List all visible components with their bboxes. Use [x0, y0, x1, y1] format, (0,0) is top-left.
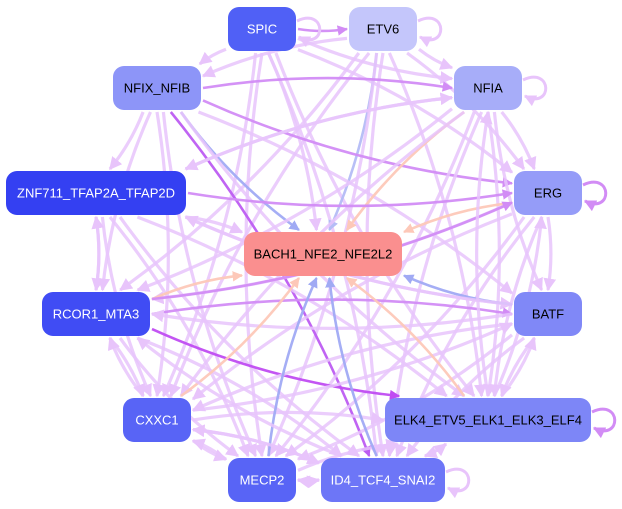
node-label: ERG [534, 186, 562, 201]
node-label: NFIA [473, 81, 503, 96]
edge-nfix_nfib-to-erg [202, 99, 514, 188]
node-nfix_nfib[interactable]: NFIX_NFIB [113, 66, 201, 110]
self-loop-id4 [445, 467, 471, 499]
edge-spic-to-nfix_nfib [198, 47, 227, 66]
edge-id4-to-bach1 [325, 276, 378, 457]
node-box [514, 292, 582, 336]
edge-layer [91, 16, 617, 499]
node-etv6[interactable]: ETV6 [349, 7, 417, 51]
node-rcor1[interactable]: RCOR1_MTA3 [42, 292, 150, 336]
edge-id4-to-elk4 [424, 442, 448, 458]
node-box [454, 66, 522, 110]
node-box [244, 232, 402, 276]
edge-nfia-to-elk4 [483, 111, 501, 398]
node-box [321, 458, 445, 502]
node-box [385, 398, 591, 442]
edge-znf711-to-mecp2 [108, 215, 250, 458]
node-label: ETV6 [367, 22, 400, 37]
edge-etv6-to-elk4 [387, 52, 487, 398]
edge-batf-to-rcor1 [150, 309, 513, 330]
node-label: ELK4_ETV5_ELK1_ELK3_ELF4 [394, 413, 582, 428]
edge-id4-to-rcor1 [136, 336, 343, 458]
edge-nfix_nfib-to-znf711 [108, 111, 145, 171]
edge-batf-to-cxxc1 [191, 322, 513, 412]
edge-znf711-to-erg [187, 189, 514, 208]
node-box [123, 398, 191, 442]
node-cxxc1[interactable]: CXXC1 [123, 398, 191, 442]
node-label: RCOR1_MTA3 [53, 307, 139, 322]
node-label: CXXC1 [135, 413, 178, 428]
edge-etv6-to-nfix_nfib [201, 36, 348, 78]
node-box [349, 7, 417, 51]
node-label: SPIC [247, 22, 277, 37]
node-bach1[interactable]: BACH1_NFE2_NFE2L2 [244, 232, 402, 276]
edge-mecp2-to-elk4 [297, 438, 399, 472]
edge-nfia-to-rcor1 [136, 107, 454, 292]
self-loop-etv6 [417, 16, 443, 48]
node-id4[interactable]: ID4_TCF4_SNAI2 [321, 458, 445, 502]
edge-cxxc1-to-bach1 [180, 277, 301, 398]
node-box [113, 66, 201, 110]
node-mecp2[interactable]: MECP2 [228, 458, 296, 502]
node-elk4[interactable]: ELK4_ETV5_ELK1_ELK3_ELF4 [385, 398, 591, 442]
node-box [514, 171, 582, 215]
edge-etv6-to-nfia [418, 47, 454, 70]
self-loop-nfia [522, 75, 548, 107]
edge-erg-to-mecp2 [284, 216, 526, 458]
edge-nfix_nfib-to-mecp2 [161, 111, 258, 458]
edge-id4-to-mecp2 [296, 475, 320, 489]
node-spic[interactable]: SPIC [228, 7, 296, 51]
node-box [42, 292, 150, 336]
node-label: MECP2 [240, 473, 285, 488]
edge-spic-to-nfia [297, 36, 454, 84]
edge-erg-to-bach1 [403, 201, 513, 234]
node-label: NFIX_NFIB [124, 81, 190, 96]
node-nfia[interactable]: NFIA [454, 66, 522, 110]
edge-rcor1-to-znf711 [91, 215, 105, 291]
self-loop-erg [582, 180, 608, 212]
node-box [6, 171, 186, 215]
node-box [228, 7, 296, 51]
self-loop-elk4 [591, 407, 617, 439]
node-erg[interactable]: ERG [514, 171, 582, 215]
edge-spic-to-etv6 [297, 25, 349, 36]
edge-znf711-to-elk4 [136, 215, 448, 398]
edge-cxxc1-to-rcor1 [107, 336, 145, 398]
edge-nfix_nfib-to-cxxc1 [152, 111, 170, 398]
edge-rcor1-to-elk4 [151, 327, 401, 401]
edge-nfix_nfib-to-batf [197, 110, 514, 295]
node-box [228, 458, 296, 502]
node-label: BACH1_NFE2_NFE2L2 [254, 247, 393, 262]
edge-id4-to-cxxc1 [191, 424, 320, 465]
edge-cxxc1-to-batf [192, 322, 514, 412]
edge-elk4-to-bach1 [346, 276, 466, 397]
edge-nfia-to-erg [500, 110, 537, 171]
self-loop-spic [296, 16, 322, 48]
edge-mecp2-to-cxxc1 [191, 438, 227, 461]
node-label: ZNF711_TFAP2A_TFAP2D [17, 186, 175, 201]
edge-nfix_nfib-to-nfia [202, 76, 454, 92]
edge-mecp2-to-bach1 [267, 277, 318, 457]
node-label: ID4_TCF4_SNAI2 [331, 473, 436, 488]
edge-erg-to-batf [543, 216, 557, 292]
edge-erg-to-cxxc1 [191, 212, 513, 401]
node-batf[interactable]: BATF [514, 292, 582, 336]
edge-rcor1-to-bach1 [151, 271, 244, 301]
edge-spic-to-cxxc1 [161, 52, 258, 398]
edge-elk4-to-batf [500, 336, 537, 397]
edge-elk4-to-nfia [475, 110, 493, 397]
node-znf711[interactable]: ZNF711_TFAP2A_TFAP2D [6, 171, 186, 215]
edge-znf711-to-nfia [184, 92, 454, 171]
node-label: BATF [532, 307, 564, 322]
